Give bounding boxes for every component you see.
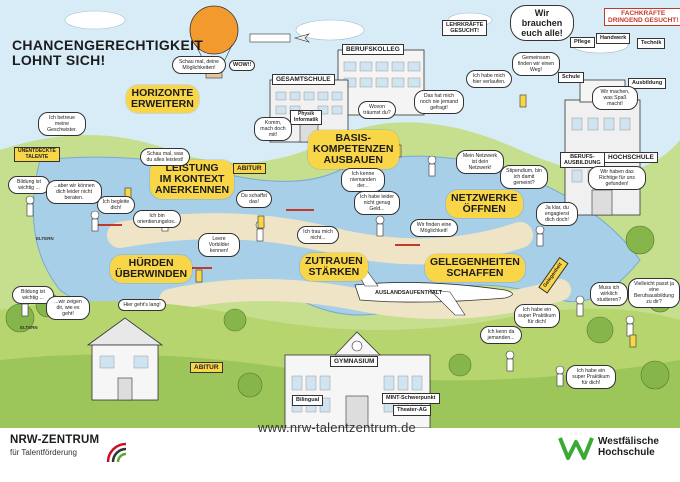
bubble-wow: WOW!! (229, 60, 256, 71)
title-line-2: LOHNT SICH! (12, 52, 106, 68)
speech-bubble: Ich betreue meine Geschwister. (38, 112, 86, 136)
house (86, 317, 164, 401)
label-line: AUSBAUEN (323, 154, 384, 166)
sign-hochschule: HOCHSCHULE (604, 152, 658, 163)
logo-nrw-line-1: NRW-ZENTRUM (10, 434, 100, 446)
website-url[interactable]: www.nrw-talentzentrum.de (258, 420, 416, 435)
speech-bubble: Wir machen, was Spaß macht! (592, 86, 638, 110)
logo-nrw-zentrum: NRW-ZENTRUM für Talentförderung (10, 434, 99, 457)
speech-bubble: Ich bin orientierungslos.. (133, 210, 181, 228)
sign-ausbildung: Ausbildung (628, 78, 667, 89)
label-line: BASIS- (335, 132, 372, 144)
sign-pflege: Pflege (570, 37, 595, 48)
poster-title: CHANCENGERECHTIGKEIT LOHNT SICH! (12, 38, 203, 68)
speech-bubble-large: Wir brauchen euch alle! (510, 5, 574, 41)
label-horizonte-erweitern: HORIZONTE ERWEITERN (126, 85, 199, 113)
label-line: SCHAFFEN (446, 267, 504, 279)
label-line: GELEGENHEITEN (430, 256, 520, 268)
trees (5, 225, 673, 398)
sign-lehrkraefte-gesucht: LEHRKRÄFTE GESUCHT! (442, 20, 488, 36)
speech-bubble: Vielleicht passt ja eine Berufsausbildun… (628, 278, 680, 308)
sign-gymnasium: GYMNASIUM (330, 356, 379, 367)
sign-mint: MINT-Schwerpunkt (382, 393, 440, 404)
sign-abitur-bottom: ABITUR (190, 362, 223, 373)
label-line: ZUTRAUEN (305, 255, 363, 267)
label-line: LEISTUNG (165, 162, 219, 174)
label-zutrauen-staerken: ZUTRAUEN STÄRKEN (300, 253, 368, 281)
label-leistung-anerkennen: LEISTUNG IM KONTEXT ANERKENNEN (150, 160, 235, 199)
speech-bubble: Hier geht's lang! (118, 299, 166, 311)
sign-physik-informatik: Physik Informatik (290, 110, 323, 125)
speech-bubble: ...wir zeigen dir, wie es geht! (46, 296, 90, 320)
label-netzwerke-oeffnen: NETZWERKE ÖFFNEN (446, 190, 523, 218)
speech-bubble: Wovon träumst du? (358, 101, 396, 119)
sign-berufsausbildung: BERUFS- AUSBILDUNG (560, 152, 605, 168)
speech-bubble: Ich habe ein super Praktikum für dich! (514, 304, 560, 328)
label-line: ÜBERWINDEN (115, 268, 188, 280)
speech-bubble: Du schaffst das! (236, 190, 272, 208)
speech-bubble: Komm, mach doch mit! (254, 117, 292, 141)
label-line: IM KONTEXT (159, 173, 225, 185)
sign-theater: Theater-AG (393, 405, 431, 416)
speech-bubble: ...aber wir können dich leider nicht ber… (46, 180, 102, 204)
label-line: ERWEITERN (131, 98, 194, 110)
speech-bubble: Bildung ist wichtig ... (8, 176, 50, 194)
logo-wh-line-1: Westfälische (598, 436, 659, 447)
sign-auslandsaufenthalt: AUSLANDSAUFENTHALT (375, 290, 443, 296)
speech-bubble: Ich habe mich hier verlaufen. (466, 70, 512, 88)
label-line: ANERKENNEN (155, 184, 230, 196)
speech-bubble: Stipendium, bin ich damit gemeint? (500, 165, 548, 189)
plane-banner (249, 33, 311, 43)
speech-bubble: Muss ich wirklich studieren? (590, 282, 628, 306)
sign-gesamtschule: GESAMTSCHULE (272, 74, 335, 85)
sign-abitur-top: ABITUR (233, 163, 266, 174)
speech-bubble: Das hat mich noch nie jemand gefragt! (414, 90, 464, 114)
label-basiskompetenzen: BASIS- KOMPETENZEN AUSBAUEN (308, 130, 399, 169)
label-eltern-left: ELTERN (36, 236, 54, 241)
label-line: NETZWERKE (451, 192, 518, 204)
sign-handwerk: Handwerk (596, 33, 631, 44)
label-line: HÜRDEN (128, 257, 174, 269)
speech-bubble: Ich habe leider nicht genug Geld... (354, 191, 400, 215)
speech-bubble: Ich habe ein super Praktikum für dich! (566, 365, 616, 389)
label-huerden-ueberwinden: HÜRDEN ÜBERWINDEN (110, 255, 193, 283)
speech-bubble: Ich kenne niemanden der... (341, 168, 385, 192)
label-line: STÄRKEN (308, 266, 360, 278)
sign-bilingual: Bilingual (292, 395, 324, 406)
sign-fachkraefte-gesucht: FACHKRÄFTE DRINGEND GESUCHT! (604, 8, 680, 26)
label-line: ÖFFNEN (462, 203, 506, 215)
sign-technik: Technik (637, 38, 666, 49)
speech-bubble: Ich kenn da jemanden... (480, 326, 522, 344)
speech-bubble: Schau mal, was du alles leistest! (140, 148, 190, 166)
speech-bubble: Ich begleite dich! (97, 196, 135, 214)
sign-schule: Schule (558, 72, 585, 83)
logo-nrw-line-2: für Talentförderung (10, 448, 78, 457)
logo-wh-line-2: Hochschule (598, 447, 655, 458)
label-line: KOMPETENZEN (313, 143, 394, 155)
speech-bubble: Ja klar, du engagierst dich doch! (536, 202, 578, 226)
footer: NRW-ZENTRUM für Talentförderung Westfäli… (0, 428, 680, 482)
speech-bubble: Ich trau mich nicht... (297, 226, 339, 244)
speech-bubble: Bildung ist wichtig ... (12, 286, 54, 304)
sign-unentdeckte-talente: UNENTDECKTE TALENTE (14, 147, 60, 162)
sign-berufskolleg: BERUFSKOLLEG (342, 44, 404, 55)
nrw-logo-mark-icon (106, 442, 127, 463)
westfaelische-hochschule-logo-icon (558, 437, 594, 460)
logo-westfaelische-hochschule: Westfälische Hochschule (598, 436, 659, 458)
label-gelegenheiten-schaffen: GELEGENHEITEN SCHAFFEN (425, 254, 525, 282)
speech-bubble: Wir haben das Richtige für uns gefunden! (588, 166, 646, 190)
airplane (354, 267, 513, 316)
hurdles (98, 209, 420, 269)
speech-bubble: Schau mal, deine Möglichkeiten! (172, 56, 226, 74)
speech-bubble: Wir finden eine Möglichkeit! (410, 219, 458, 237)
title-line-1: CHANCENGERECHTIGKEIT (12, 37, 204, 53)
label-eltern-bottom: ELTERN (20, 325, 38, 330)
speech-bubble: Gemeinsam finden wir einen Weg! (512, 52, 560, 76)
label-line: HORIZONTE (131, 87, 194, 99)
speech-bubble: Mein Netzwerk ist dein Netzwerk! (456, 150, 504, 174)
speech-bubble: Leere Vorbilder kennen! (198, 233, 240, 257)
